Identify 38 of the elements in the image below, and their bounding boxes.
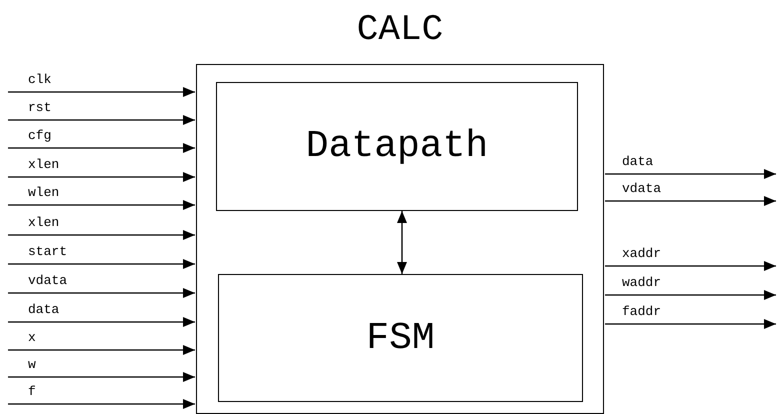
signal-label: x — [28, 331, 36, 345]
signal-label: data — [28, 303, 60, 317]
signal-label: w — [28, 358, 36, 372]
arrow — [8, 115, 195, 125]
arrow — [8, 87, 195, 97]
signal-label: xlen — [28, 216, 60, 230]
arrow — [605, 319, 776, 329]
arrow — [605, 169, 776, 179]
signal-label: start — [28, 245, 68, 259]
signal-label: wlen — [28, 186, 60, 200]
arrow — [8, 399, 195, 409]
fsm-box: FSM — [218, 274, 583, 402]
arrow — [8, 143, 195, 153]
datapath-box: Datapath — [216, 82, 578, 211]
signal-label: rst — [28, 101, 52, 115]
arrow — [397, 211, 407, 274]
signal-label: f — [28, 385, 36, 399]
signal-label: clk — [28, 73, 52, 87]
arrow — [605, 261, 776, 271]
signal-label: xaddr — [622, 247, 662, 261]
signal-label: xlen — [28, 158, 60, 172]
signal-label: data — [622, 155, 654, 169]
arrow — [8, 372, 195, 382]
signal-label: vdata — [622, 182, 662, 196]
arrow — [8, 172, 195, 182]
arrow — [8, 200, 195, 210]
signal-label: cfg — [28, 129, 52, 143]
arrow — [8, 259, 195, 269]
signal-label: waddr — [622, 276, 662, 290]
arrow — [605, 196, 776, 206]
arrow — [8, 230, 195, 240]
arrow — [8, 317, 195, 327]
arrow — [8, 288, 195, 298]
signal-label: vdata — [28, 274, 68, 288]
signal-label: faddr — [622, 305, 662, 319]
block-title: CALC — [356, 10, 444, 50]
arrow — [8, 345, 195, 355]
arrow — [605, 290, 776, 300]
